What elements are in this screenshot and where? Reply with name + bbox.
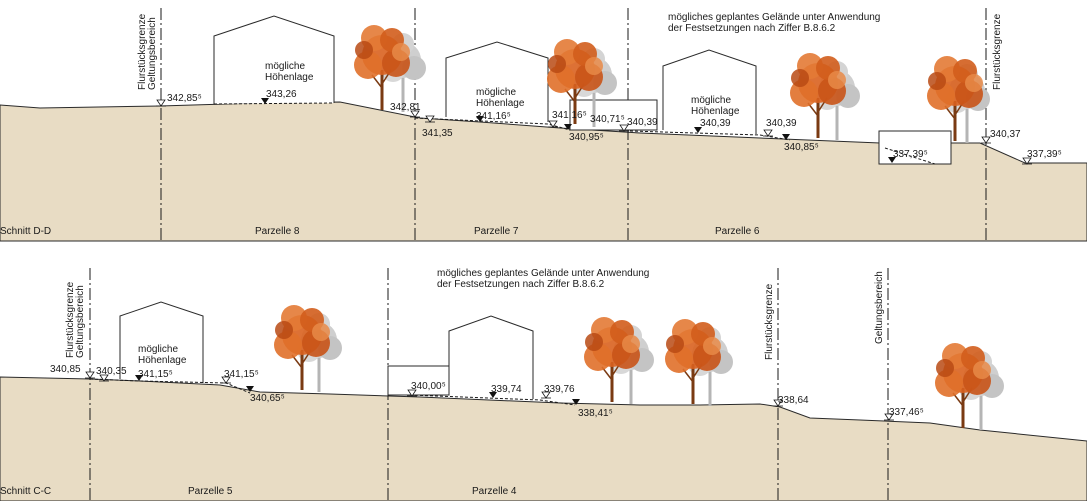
section-dd: Flurstücksgrenze Geltungsbereich Flurstü… [0, 8, 1087, 242]
parcel-label-5: Parzelle 5 [188, 486, 233, 497]
house-label-5-1: mögliche [138, 344, 178, 355]
house-parzelle-7 [445, 41, 549, 122]
parcel-label-7: Parzelle 7 [474, 226, 519, 237]
section-cc: Flurstücksgrenze Geltungsbereich Flurstü… [0, 268, 1087, 501]
house-parzelle-8 [213, 15, 335, 104]
elevation-cc-1: 340,85 [50, 364, 81, 375]
note-dd-2: der Festsetzungen nach Ziffer B.8.6.2 [668, 23, 836, 34]
planned-terrain-cc [89, 378, 576, 406]
garage-parzelle-7 [569, 99, 658, 131]
elevation-cc-2: 340,35 [96, 366, 127, 377]
parcel-label-4: Parzelle 4 [472, 486, 517, 497]
note-cc-1: mögliches geplantes Gelände unter Anwend… [437, 268, 649, 279]
house-label-6-2: Höhenlage [691, 106, 740, 117]
boundary-left-cc-2: Geltungsbereich [75, 285, 86, 358]
ground-cc [0, 376, 1087, 501]
house-parzelle-6 [662, 49, 757, 134]
elevation-cc-4: 341,15⁵ [224, 369, 259, 380]
boundary-left-dd-1: Flurstücksgrenze [137, 13, 148, 90]
elevation-cc-6: 340,00⁵ [411, 381, 446, 392]
house-label-8-1: mögliche [265, 61, 305, 72]
house-label-8-2: Höhenlage [265, 72, 314, 83]
elevation-cc-5: 340,65⁵ [250, 393, 285, 404]
elevation-dd-9: 340,39 [627, 117, 658, 128]
boundary-right-cc: Geltungsbereich [874, 271, 885, 344]
house-label-7-1: mögliche [476, 87, 516, 98]
parcel-label-6: Parzelle 6 [715, 226, 760, 237]
elevation-cc-8: 339,76 [544, 384, 575, 395]
boundary-right-dd: Flurstücksgrenze [992, 13, 1003, 90]
elevation-dd-5: 341,16⁵ [476, 111, 511, 122]
house-label-5-2: Höhenlage [138, 355, 187, 366]
boundary-mid-cc: Flurstücksgrenze [764, 283, 775, 360]
elevation-cc-7: 339,74 [491, 384, 522, 395]
garage-parzelle-4 [387, 365, 450, 396]
house-label-7-2: Höhenlage [476, 98, 525, 109]
elevation-dd-15: 337,39⁵ [1027, 149, 1062, 160]
note-cc-2: der Festsetzungen nach Ziffer B.8.6.2 [437, 279, 605, 290]
elevation-cc-9: 338,41⁵ [578, 408, 613, 419]
elevation-dd-4: 341,35 [422, 128, 453, 139]
elevation-dd-13: 337,39⁵ [893, 149, 928, 160]
section-title-cc: Schnitt C-C [0, 486, 51, 497]
house-parzelle-5 [119, 301, 204, 383]
house-parzelle-4 [448, 315, 534, 399]
elevation-dd-1: 342,85⁵ [167, 93, 202, 104]
elevation-dd-3: 342,81 [390, 102, 421, 113]
elevation-dd-6: 341,16⁵ [552, 110, 587, 121]
elevation-dd-2: 343,26 [266, 89, 297, 100]
elevation-cc-11: 337,46⁵ [889, 407, 924, 418]
elevation-dd-12: 340,85⁵ [784, 142, 819, 153]
boundary-left-cc-1: Flurstücksgrenze [65, 281, 76, 358]
elevation-cc-3: 341,15⁵ [138, 369, 173, 380]
elevation-dd-10: 340,39 [700, 118, 731, 129]
elevation-dd-8: 340,95⁵ [569, 132, 604, 143]
elevation-dd-11: 340,39 [766, 118, 797, 129]
elevation-dd-7: 340,71⁵ [590, 114, 625, 125]
elevation-cc-10: 338,64 [778, 395, 809, 406]
parcel-label-8: Parzelle 8 [255, 226, 300, 237]
section-title-dd: Schnitt D-D [0, 226, 51, 237]
planned-terrain-dd [213, 102, 936, 165]
ground-dd [0, 101, 1087, 242]
boundary-left-dd-2: Geltungsbereich [147, 17, 158, 90]
note-dd-1: mögliches geplantes Gelände unter Anwend… [668, 12, 880, 23]
elevation-dd-14: 340,37 [990, 129, 1021, 140]
house-label-6-1: mögliche [691, 95, 731, 106]
